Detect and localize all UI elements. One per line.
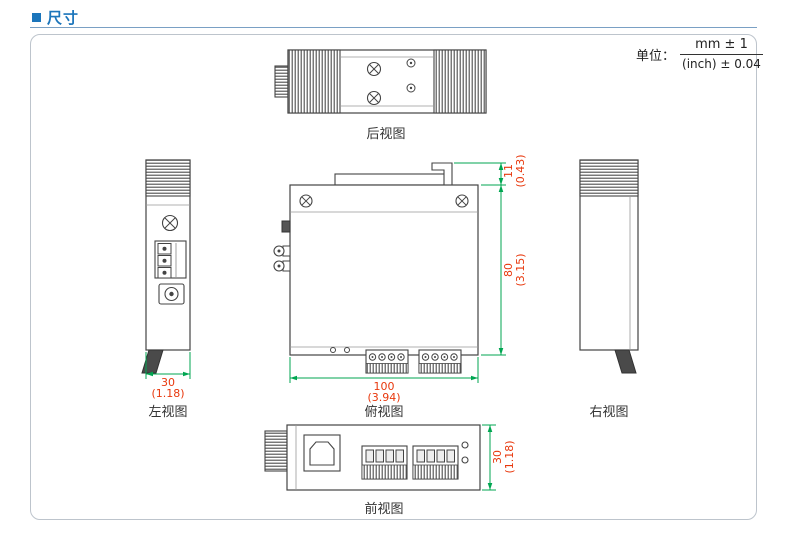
power-jack bbox=[158, 283, 185, 305]
rear-view-drawing bbox=[274, 49, 487, 114]
clip-inch-text: (0.43) bbox=[514, 154, 527, 188]
section-header: 尺寸 bbox=[32, 7, 79, 28]
unit-label: 单位： bbox=[636, 48, 676, 64]
right-view-drawing bbox=[579, 159, 639, 374]
top-terminal-block-right bbox=[418, 349, 462, 374]
dimension-arrows bbox=[146, 163, 504, 490]
left-din-clip bbox=[141, 349, 164, 374]
usb-port bbox=[303, 434, 341, 472]
top-screw-right bbox=[455, 194, 469, 208]
right-din-clip bbox=[614, 349, 637, 374]
dimension-lines bbox=[145, 162, 506, 491]
unit-note: 单位： mm ± 1 (inch) ± 0.04 bbox=[636, 37, 763, 71]
left-width-mm-text: 30 bbox=[161, 376, 175, 389]
right-view-label: 右视图 bbox=[589, 405, 629, 420]
front-view-drawing bbox=[264, 424, 481, 491]
top-height-dim-text: 80 (3.15) bbox=[498, 253, 531, 286]
top-terminal-block-left bbox=[365, 349, 409, 374]
left-screw bbox=[161, 214, 179, 232]
front-view-label: 前视图 bbox=[364, 502, 404, 517]
clip-height-dim-text: 11 (0.43) bbox=[498, 154, 531, 187]
top-view-drawing bbox=[273, 162, 479, 374]
drawing-frame bbox=[30, 34, 757, 520]
unit-fraction: mm ± 1 (inch) ± 0.04 bbox=[680, 37, 763, 71]
front-terminal-block-left bbox=[361, 445, 408, 480]
left-terminal-block bbox=[154, 240, 187, 279]
front-height-inch-text: (1.18) bbox=[503, 440, 516, 474]
top-screw-left bbox=[299, 194, 313, 208]
unit-inch-value: (inch) ± 0.04 bbox=[680, 54, 763, 71]
front-height-dim-text: 30 (1.18) bbox=[487, 440, 520, 473]
rear-screw-bottom bbox=[366, 90, 382, 106]
rear-view-label: 后视图 bbox=[366, 127, 406, 142]
front-led-bottom bbox=[461, 456, 469, 464]
left-width-inch-text: (1.18) bbox=[151, 387, 185, 400]
unit-mm-value: mm ± 1 bbox=[695, 37, 748, 52]
left-view-label: 左视图 bbox=[148, 405, 188, 420]
front-terminal-block-right bbox=[412, 445, 459, 480]
top-width-inch-text: (3.94) bbox=[367, 391, 401, 404]
top-width-mm-text: 100 bbox=[373, 380, 395, 393]
left-view-drawing bbox=[141, 159, 191, 374]
front-led-top bbox=[461, 441, 469, 449]
header-rule bbox=[30, 27, 757, 28]
section-bullet-icon bbox=[32, 13, 41, 22]
top-height-inch-text: (3.15) bbox=[514, 253, 527, 287]
top-view-label: 俯视图 bbox=[364, 405, 404, 420]
rear-screw-top bbox=[366, 61, 382, 77]
page-title: 尺寸 bbox=[47, 9, 80, 27]
